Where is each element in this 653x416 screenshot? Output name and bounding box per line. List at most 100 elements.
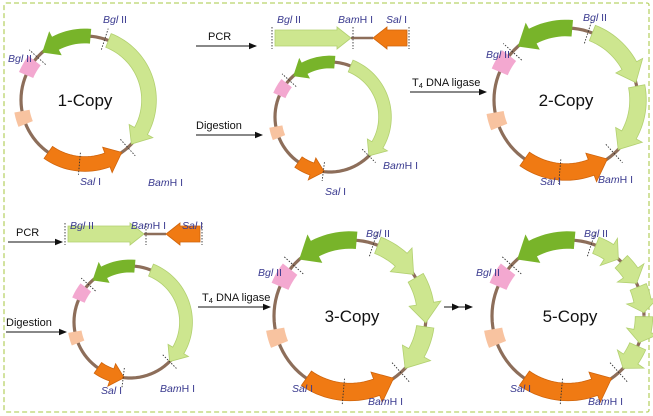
bam-site-label: BamH I: [131, 220, 166, 232]
promoter-arrow: [42, 28, 92, 56]
digestion-label: Digestion: [6, 317, 52, 329]
sal-site-tick: [559, 378, 563, 405]
gene-copy-arrow: [616, 342, 647, 369]
pcr-label: PCR: [16, 227, 39, 239]
bgl-site-tick: [281, 73, 297, 87]
pcr-fragment-2: Bgl II BamH I Sal I: [64, 220, 203, 246]
ligase-step-2: T4 DNA ligase: [198, 292, 271, 311]
bam-site-tick: [391, 362, 410, 383]
bam-site-label: BamH I: [588, 396, 623, 408]
bam-site-label: BamH I: [160, 383, 195, 395]
bgl-site-label: Bgl II: [70, 220, 94, 232]
bgl-site-tick: [369, 231, 378, 257]
bgl-site-label-top: Bgl II: [103, 14, 127, 26]
plasmid-graphics: [486, 19, 647, 185]
gene-arrow: [67, 222, 145, 246]
bam-site-label: BamH I: [598, 174, 633, 186]
plasmid-5-copy: 5-Copy Bgl II Bgl II BamH I Sal I: [476, 228, 653, 408]
bgl-site-tick: [283, 256, 304, 275]
bgl-site-tick: [100, 28, 109, 50]
peach-element: [68, 330, 85, 346]
plasmid-graphics: [266, 231, 442, 405]
promoter-arrow: [517, 19, 573, 50]
bgl-site-tick: [587, 231, 596, 257]
selection-marker-arrow: [294, 156, 325, 181]
repeat-step: [444, 303, 473, 311]
sal-site-tick: [341, 378, 345, 405]
plasmid-graphics: [68, 259, 193, 388]
pcr-step-2: PCR: [8, 227, 63, 246]
peach-element: [486, 110, 508, 131]
peach-element: [14, 109, 33, 127]
gene-copy-arrow: [614, 254, 645, 284]
pcr-step-1: PCR: [196, 31, 257, 50]
ligase-label: T4 DNA ligase: [412, 77, 480, 90]
ligase-step-1: T4 DNA ligase: [410, 77, 487, 96]
bgl-site-label-left: Bgl II: [476, 267, 500, 279]
digestion-step-1: Digestion: [196, 120, 263, 139]
bgl-site-label-left: Bgl II: [486, 49, 510, 61]
gene-copy-arrow: [347, 59, 392, 157]
sal-site-label: Sal I: [510, 383, 531, 395]
bgl-site-label-left: Bgl II: [258, 267, 282, 279]
gene-copy-arrow: [407, 272, 442, 324]
bgl-site-label-top: Bgl II: [583, 12, 607, 24]
selection-marker-arrow: [519, 151, 608, 183]
pcr-label: PCR: [208, 31, 231, 43]
bam-site-label: BamH I: [338, 14, 373, 26]
bgl-site-label-top: Bgl II: [366, 228, 390, 240]
marker-arrow: [165, 222, 201, 246]
bam-site-tick: [120, 139, 136, 157]
bgl-site-tick: [501, 256, 522, 275]
gene-copy-arrow: [401, 325, 435, 369]
bgl-site-label-top: Bgl II: [584, 228, 608, 240]
plasmid-graphics: [484, 231, 653, 405]
gene-arrow: [274, 26, 352, 50]
gene-copy-arrow: [592, 236, 619, 267]
pink-element: [271, 263, 298, 290]
pink-element: [18, 55, 41, 79]
fragment-graphics: [64, 222, 203, 246]
plasmid-2-copy: 2-Copy Bgl II Bgl II BamH I Sal I: [486, 12, 647, 188]
bam-site-label: BamH I: [148, 177, 183, 189]
plasmid-1-copy: 1-Copy Bgl II Bgl II BamH I Sal I: [8, 14, 183, 189]
sal-site-label: Sal I: [292, 383, 313, 395]
ligase-label: T4 DNA ligase: [202, 292, 270, 305]
bam-site-tick: [605, 143, 623, 164]
sal-site-tick: [321, 162, 325, 182]
plasmid-title: 5-Copy: [543, 307, 598, 326]
promoter-arrow: [92, 259, 136, 283]
selection-marker-arrow: [300, 370, 395, 404]
bam-site-tick: [609, 362, 628, 383]
sal-site-tick: [78, 152, 81, 175]
gene-copy-arrow: [615, 84, 647, 151]
digested-vector-1: BamH I Sal I: [269, 55, 418, 198]
gene-copy-arrow: [105, 33, 157, 145]
bam-site-label: BamH I: [368, 396, 403, 408]
sal-site-label: Sal I: [540, 176, 561, 188]
bgl-site-tick: [502, 43, 523, 61]
bam-site-tick: [361, 148, 376, 163]
digestion-label: Digestion: [196, 120, 242, 132]
sal-site-label: Sal I: [182, 220, 203, 232]
pink-element: [273, 79, 292, 99]
bgl-site-label-left: Bgl II: [8, 53, 32, 65]
fragment-graphics: [271, 26, 410, 50]
sal-site-label: Sal I: [80, 176, 101, 188]
sal-site-tick: [121, 367, 125, 388]
gene-copy-arrow: [625, 283, 653, 314]
selection-marker-arrow: [93, 362, 125, 387]
bam-site-tick: [162, 354, 177, 369]
bam-site-label: BamH I: [383, 160, 418, 172]
gene-copy-arrow: [625, 316, 653, 344]
bgl-site-tick: [80, 277, 96, 292]
selection-marker-arrow: [43, 145, 123, 174]
gene-copy-arrow: [588, 24, 644, 84]
gene-copy-arrow: [148, 263, 193, 363]
plasmid-title: 3-Copy: [325, 307, 380, 326]
peach-element: [484, 327, 507, 348]
plasmid-graphics: [269, 55, 392, 182]
peach-element: [266, 327, 289, 348]
plasmid-3-copy: 3-Copy Bgl II Bgl II BamH I Sal I: [258, 228, 442, 408]
pink-element: [489, 263, 516, 290]
